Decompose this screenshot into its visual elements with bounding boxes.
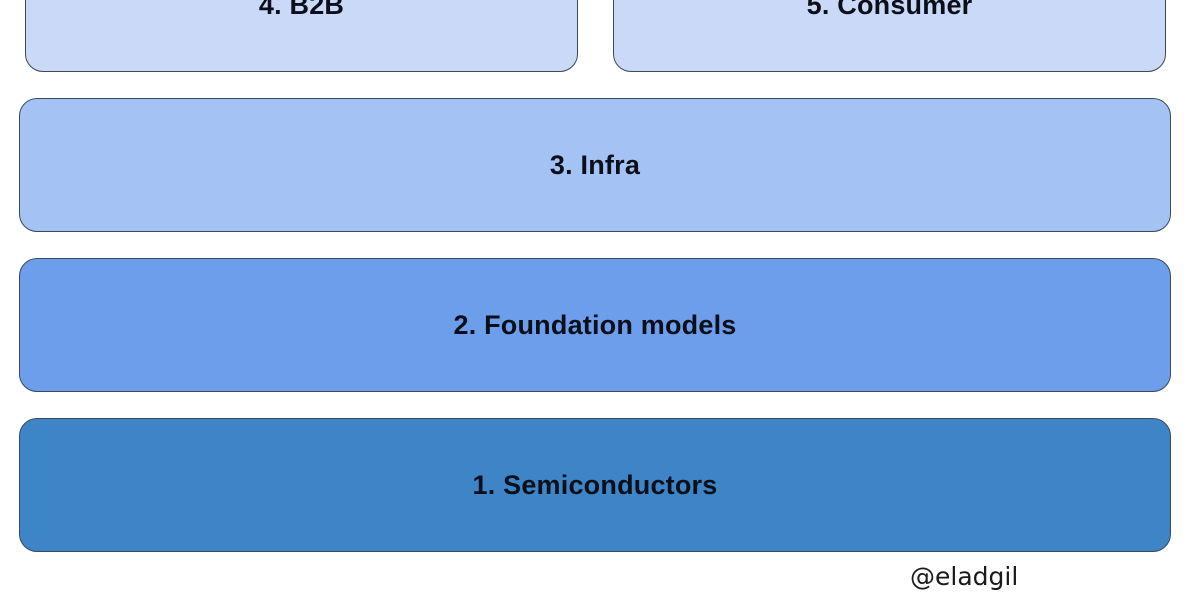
author-handle: @eladgil: [910, 562, 1019, 591]
layer-infra-label: 3. Infra: [549, 149, 641, 180]
layer-infra: 3. Infra: [19, 98, 1171, 232]
layer-semiconductors-label: 1. Semiconductors: [472, 469, 718, 500]
layer-foundation-models-label: 2. Foundation models: [453, 309, 737, 340]
layer-b2b: 4. B2B: [25, 0, 578, 72]
layer-consumer-label: 5. Consumer: [806, 0, 973, 20]
layer-foundation-models: 2. Foundation models: [19, 258, 1171, 392]
layer-b2b-label: 4. B2B: [258, 0, 345, 20]
layer-semiconductors: 1. Semiconductors: [19, 418, 1171, 552]
layer-consumer: 5. Consumer: [613, 0, 1166, 72]
